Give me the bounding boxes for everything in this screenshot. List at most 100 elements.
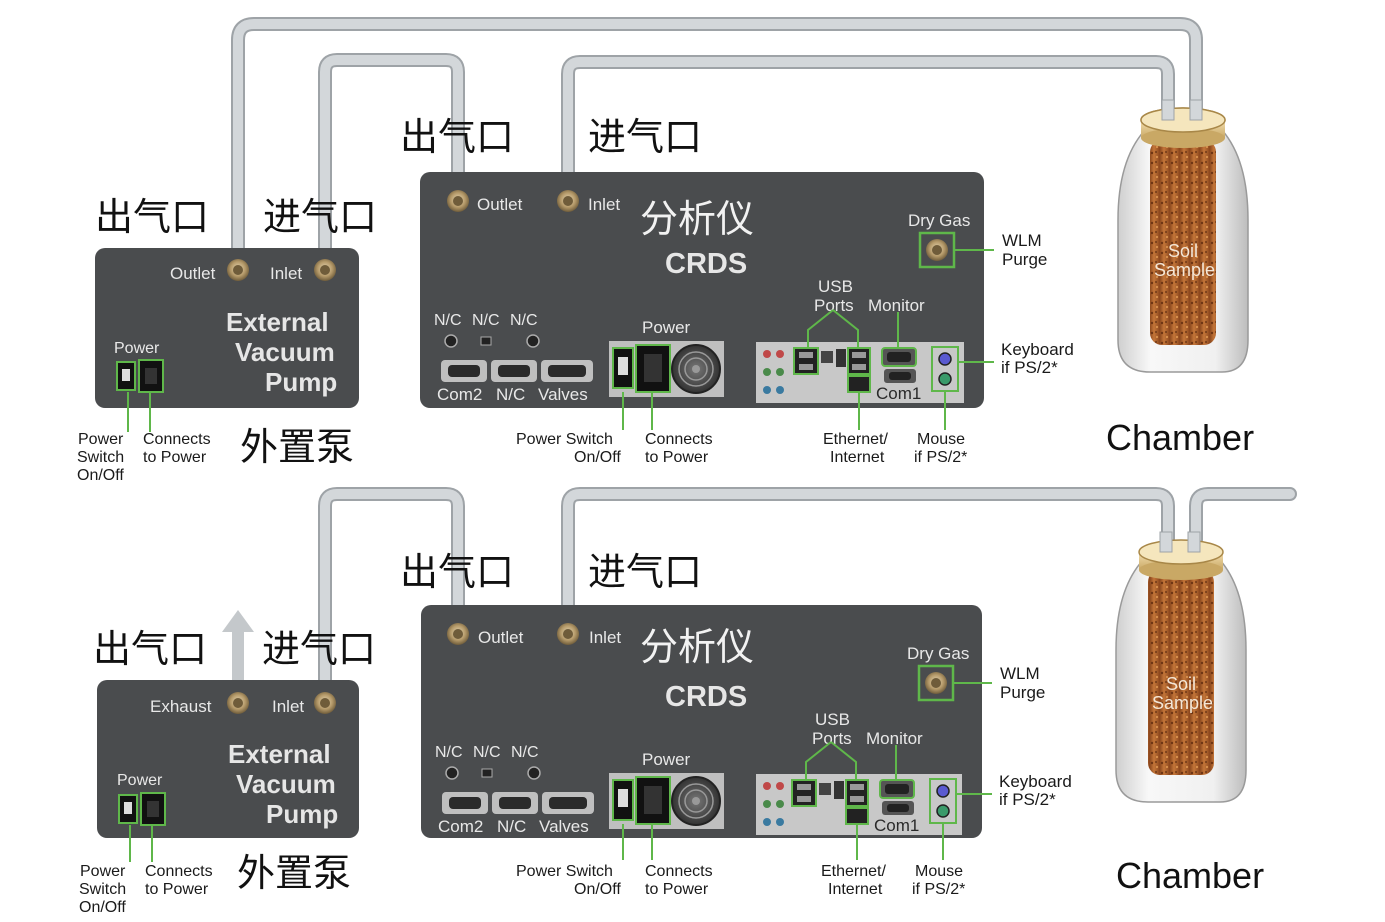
nc-label-3-bottom: N/C [511,744,539,761]
analyzer-power-switch-caption-1: Power Switch [516,431,613,448]
com1-label-bottom: Com1 [874,816,919,835]
pump-switch-caption-1: Power [78,431,124,448]
keyboard-port[interactable] [938,352,952,366]
keyboard-caption-1-bottom: Keyboard [999,772,1072,791]
com1-label: Com1 [876,384,921,403]
soil-label-2: Sample [1154,260,1215,280]
valves-label: Valves [538,385,588,404]
analyzer-inlet-cn-bottom: 进气口 [588,550,702,594]
analyzer-inlet-label: Inlet [588,195,620,214]
nc-label-2-bottom: N/C [473,744,501,761]
mouse-port-bottom[interactable] [936,804,950,818]
analyzer-cn-bottom: 分析仪 [640,625,754,669]
wlm-purge-2-bottom: Purge [1000,683,1045,702]
pump-inlet-cn-bottom: 进气口 [262,627,376,671]
analyzer-power-switch-caption-1-bottom: Power Switch [516,863,613,880]
pump-switch-caption-1-bottom: Power [80,863,126,880]
soil-column [1150,140,1216,345]
pump-cn: 外置泵 [240,425,354,469]
pump-outlet-cn-bottom: 出气口 [93,627,207,671]
analyzer-cn: 分析仪 [640,197,754,241]
dry-gas-label-bottom: Dry Gas [907,644,969,663]
bottom-setup: Exhaust Inlet External Vacuum Pump Power… [79,487,1297,916]
soil-column-bottom [1148,570,1214,775]
mouse-caption-2: if PS/2* [914,449,967,466]
usb-port-b[interactable] [847,347,871,375]
top-setup: Outlet Inlet External Vacuum Pump Power … [77,17,1254,484]
ethernet-port[interactable] [847,375,871,393]
keyboard-caption-2-bottom: if PS/2* [999,790,1056,809]
usb-ports-label-1-bottom: USB [815,710,850,729]
pump-cn-bottom: 外置泵 [237,851,351,895]
analyzer-connects-caption-2-bottom: to Power [645,881,709,898]
analyzer-outlet-cn: 出气口 [400,115,514,159]
wlm-purge-1-bottom: WLM [1000,664,1040,683]
usb-ports-label-2-bottom: Ports [812,729,852,748]
chamber-label-bottom: Chamber [1116,855,1264,896]
mouse-caption-2-bottom: if PS/2* [912,881,965,898]
pump-title-line3: Pump [265,367,337,397]
dry-gas-label: Dry Gas [908,211,970,230]
com2-label: Com2 [437,385,482,404]
pump-power-label: Power [114,340,160,357]
pump-switch-caption-2: Switch [77,449,124,466]
pump-inlet-label: Inlet [270,264,302,283]
pump-power-label-bottom: Power [117,772,163,789]
usb-ports-label-1: USB [818,277,853,296]
pump-title-line2-bottom: Vacuum [236,769,336,799]
ethernet-caption-1-bottom: Ethernet/ [821,863,886,880]
pump-title-line1: External [226,307,329,337]
valves-label-bottom: Valves [539,817,589,836]
chamber-top: Soil Sample [1117,99,1249,373]
usb-port-a[interactable] [793,347,819,375]
pump-inlet-label-bottom: Inlet [272,697,304,716]
usb-port-b-bottom[interactable] [845,779,869,807]
soil-label-1-bottom: Soil [1166,674,1196,694]
analyzer-connects-caption-2: to Power [645,449,709,466]
exhaust-arrow-icon [222,610,254,632]
keyboard-port-bottom[interactable] [936,784,950,798]
monitor-label-bottom: Monitor [866,729,923,748]
tubing-bottom [232,487,1297,709]
analyzer-power-label: Power [642,318,691,337]
mouse-port[interactable] [938,372,952,386]
mouse-caption-1-bottom: Mouse [915,863,963,880]
analyzer-connects-caption-1: Connects [645,431,713,448]
nc-label-3: N/C [510,312,538,329]
usb-port-a-bottom[interactable] [791,779,817,807]
mouse-caption-1: Mouse [917,431,965,448]
nc-label-1: N/C [434,312,462,329]
keyboard-caption-1: Keyboard [1001,340,1074,359]
analyzer-connects-caption-1-bottom: Connects [645,863,713,880]
pump-title-line3-bottom: Pump [266,799,338,829]
ethernet-caption-2: Internet [830,449,885,466]
chamber-bottom: Soil Sample [1115,531,1247,803]
ethernet-caption-1: Ethernet/ [823,431,888,448]
tubing-top [231,17,1203,273]
analyzer-power-label-bottom: Power [642,750,691,769]
pump-exhaust-label: Exhaust [150,697,212,716]
chamber-label-top: Chamber [1106,417,1254,458]
pump-outlet-cn: 出气口 [95,195,209,239]
pump-connects-caption-2-bottom: to Power [145,881,209,898]
ethernet-caption-2-bottom: Internet [828,881,883,898]
nc-label-4: N/C [496,385,525,404]
nc-label-2: N/C [472,312,500,329]
analyzer-outlet-cn-bottom: 出气口 [400,550,514,594]
soil-label-1: Soil [1168,241,1198,261]
analyzer-inlet-label-bottom: Inlet [589,628,621,647]
com2-label-bottom: Com2 [438,817,483,836]
analyzer-outlet-label: Outlet [477,195,523,214]
analyzer-outlet-label-bottom: Outlet [478,628,524,647]
nc-label-1-bottom: N/C [435,744,463,761]
pump-connects-caption-1: Connects [143,431,211,448]
crds-title: CRDS [665,248,747,280]
keyboard-caption-2: if PS/2* [1001,358,1058,377]
pump-switch-caption-3: On/Off [77,467,124,484]
pump-title-line2: Vacuum [235,337,335,367]
pump-inlet-cn: 进气口 [263,195,377,239]
soil-label-2-bottom: Sample [1152,693,1213,713]
usb-ports-label-2: Ports [814,296,854,315]
ethernet-port-bottom[interactable] [845,807,869,825]
